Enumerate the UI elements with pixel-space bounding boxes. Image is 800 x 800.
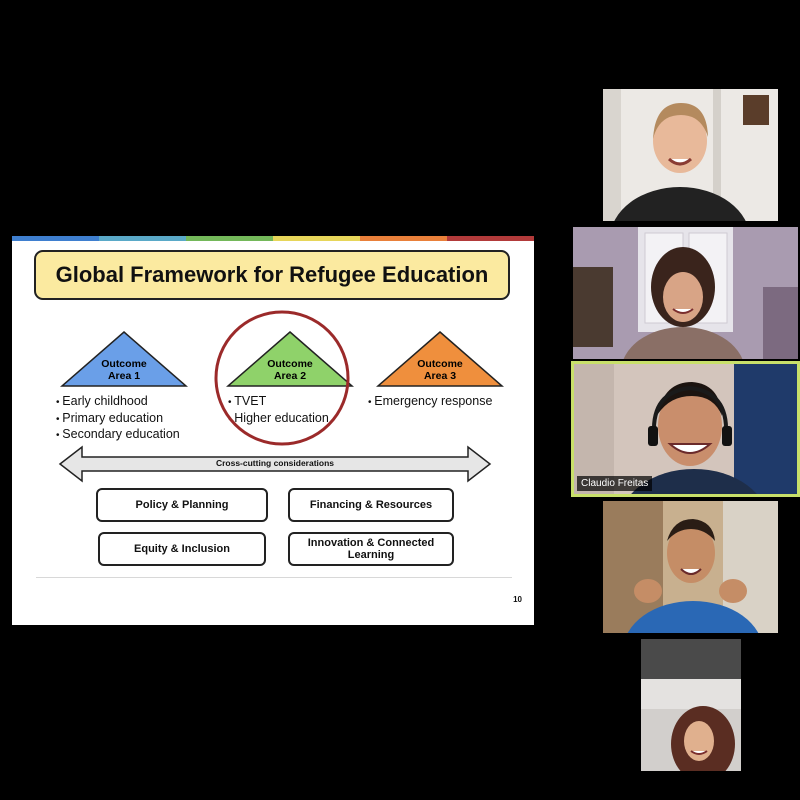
color-bar-segment xyxy=(12,236,99,241)
color-bar-segment xyxy=(186,236,273,241)
highlight-circle xyxy=(214,310,350,446)
participant-video xyxy=(641,639,741,771)
outcome-area-3-list: Emergency response xyxy=(368,394,492,411)
slide-title: Global Framework for Refugee Education xyxy=(34,250,510,300)
list-item: Primary education xyxy=(56,411,180,428)
participant-video-tile-active[interactable]: Claudio Freitas xyxy=(571,361,800,497)
list-item: TVET xyxy=(228,394,329,411)
participant-video-tile[interactable] xyxy=(603,501,778,633)
participant-video xyxy=(574,364,797,494)
participant-video-tile[interactable] xyxy=(641,639,741,771)
color-bar-segment xyxy=(273,236,360,241)
outcome-area-1-list: Early childhood Primary education Second… xyxy=(56,394,180,444)
outcome-area-3-triangle xyxy=(376,331,504,387)
equity-inclusion-box: Equity & Inclusion xyxy=(98,532,266,566)
color-bar-segment xyxy=(99,236,186,241)
participant-video xyxy=(603,501,778,633)
shared-screen-slide: Global Framework for Refugee Education O… xyxy=(12,236,534,625)
outcome-area-2-list: TVET Higher education xyxy=(228,394,329,427)
cross-cutting-double-arrow xyxy=(58,445,492,483)
outcome-area-2-label: Outcome Area 2 xyxy=(267,358,313,382)
outcome-area-1-label: Outcome Area 1 xyxy=(101,358,147,382)
list-item: Higher education xyxy=(228,411,329,428)
participant-video-tile[interactable] xyxy=(603,89,778,221)
slide-color-bar xyxy=(12,236,534,241)
outcome-area-1-triangle xyxy=(60,331,188,387)
policy-planning-box: Policy & Planning xyxy=(96,488,268,522)
outcome-area-3-label: Outcome Area 3 xyxy=(417,358,463,382)
outcome-area-2-triangle xyxy=(226,331,354,387)
participant-video xyxy=(603,89,778,221)
slide-page-number: 10 xyxy=(513,595,522,604)
participant-video xyxy=(573,227,798,359)
list-item: Early childhood xyxy=(56,394,180,411)
list-item: Secondary education xyxy=(56,427,179,444)
financing-resources-box: Financing & Resources xyxy=(288,488,454,522)
cross-cutting-label: Cross-cutting considerations xyxy=(215,458,335,468)
innovation-learning-box: Innovation & Connected Learning xyxy=(288,532,454,566)
color-bar-segment xyxy=(360,236,447,241)
list-item: Emergency response xyxy=(368,394,492,411)
color-bar-segment xyxy=(447,236,534,241)
participant-name-tag: Claudio Freitas xyxy=(577,476,653,491)
participant-video-tile[interactable] xyxy=(573,227,798,359)
slide-footer-divider xyxy=(36,577,512,578)
